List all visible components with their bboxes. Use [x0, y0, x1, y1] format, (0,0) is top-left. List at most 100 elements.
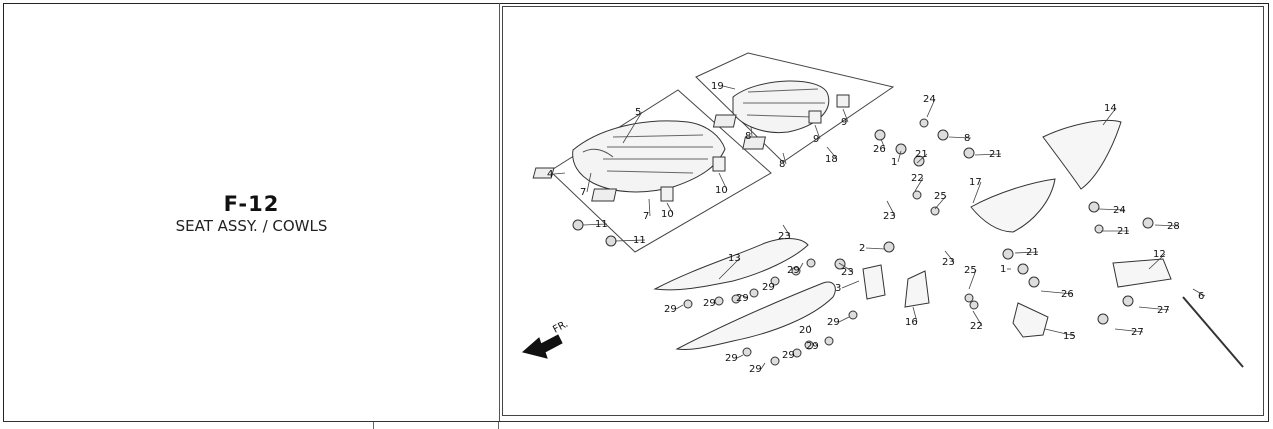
- part-number-label: 21: [915, 149, 928, 160]
- callout-leader: [1044, 328, 1076, 337]
- rear-cowl-14: [1042, 119, 1122, 190]
- callout-leader: [718, 257, 741, 280]
- bracket-16: [904, 270, 930, 308]
- part-number-label: 5: [635, 107, 641, 118]
- fasteners: [572, 118, 1154, 366]
- part-number-label: 29: [827, 317, 840, 328]
- callout-leader: [948, 136, 972, 139]
- part-number-label: 1: [1000, 264, 1006, 275]
- callout-leader: [648, 198, 651, 217]
- part-number-label: 16: [905, 317, 918, 328]
- part-number-label: 10: [661, 209, 674, 220]
- page-frame: [3, 3, 1269, 427]
- direction-label: FR.: [551, 319, 570, 336]
- callout-leader: [782, 152, 787, 165]
- part-number-label: 28: [1167, 221, 1180, 232]
- rear-rubber-8b: [742, 136, 766, 150]
- callout-leader: [838, 316, 850, 323]
- callout-leader: [1148, 253, 1166, 270]
- callout-leader: [1138, 306, 1170, 311]
- figure-code: F-12: [223, 192, 280, 216]
- part-number-label: 14: [1104, 103, 1117, 114]
- part-number-label: 29: [749, 364, 762, 375]
- callout-leader: [914, 177, 924, 192]
- part-number-label: 2: [859, 243, 865, 254]
- callout-leader: [826, 146, 838, 160]
- callout-leader: [798, 262, 804, 271]
- part-number-label: 7: [580, 187, 586, 198]
- part-number-label: 6: [1198, 291, 1204, 302]
- part-number-label: 25: [964, 265, 977, 276]
- seat-bump-10b: [712, 156, 726, 172]
- seat-rubber-7b: [591, 188, 617, 202]
- callout-leader: [718, 172, 728, 191]
- callout-leader: [865, 247, 886, 250]
- column-divider: [499, 3, 500, 421]
- seat-bump-10a: [660, 186, 674, 202]
- part-number-label: 23: [778, 231, 791, 242]
- part-number-label: 12: [1153, 249, 1166, 260]
- side-cowl-20: [675, 281, 836, 350]
- rear-seat-group-frame: [695, 52, 895, 163]
- seat-rubber-7a: [532, 167, 555, 179]
- part-number-label: 21: [1117, 226, 1130, 237]
- callout-leader: [772, 282, 775, 288]
- part-number-label: 29: [762, 282, 775, 293]
- rear-bump-9a: [808, 110, 822, 124]
- callout-leader: [1192, 288, 1206, 297]
- callout-leader: [792, 352, 795, 356]
- part-number-label: 11: [595, 219, 608, 230]
- part-number-label: 23: [942, 257, 955, 268]
- part-number-label: 29: [806, 341, 819, 352]
- part-number-label: 26: [1061, 289, 1074, 300]
- part-number-label: 23: [883, 211, 896, 222]
- seat-lock-15: [1012, 302, 1049, 338]
- callout-leader: [934, 195, 947, 210]
- callout-leader: [972, 181, 982, 204]
- side-cowl-13: [653, 238, 809, 291]
- callout-leader: [760, 362, 766, 370]
- part-number-label: 20: [799, 325, 812, 336]
- callout-leader: [1102, 107, 1117, 126]
- seat-cable-6: [1182, 296, 1244, 368]
- part-number-label: 29: [664, 304, 677, 315]
- callout-leader: [814, 342, 819, 347]
- callout-leader: [722, 85, 736, 90]
- part-number-label: 13: [728, 253, 741, 264]
- callout-leader: [886, 200, 896, 217]
- figure-title: SEAT ASSY. / COWLS: [175, 217, 328, 235]
- callout-leader: [740, 294, 749, 299]
- part-number-label: 7: [643, 211, 649, 222]
- part-number-label: 18: [825, 154, 838, 165]
- part-number-label: 27: [1157, 305, 1170, 316]
- part-number-label: 8: [745, 131, 751, 142]
- part-number-label: 29: [736, 293, 749, 304]
- part-number-label: 10: [715, 185, 728, 196]
- callout-leader: [1154, 224, 1180, 227]
- part-number-label: 9: [841, 117, 847, 128]
- callout-leader: [553, 172, 566, 175]
- callout-leader: [972, 310, 983, 327]
- part-number-label: 4: [547, 169, 553, 180]
- callout-leader: [1098, 208, 1126, 211]
- front-seat-part: [572, 120, 726, 193]
- callout-leader: [675, 304, 684, 310]
- center-cowl-17: [970, 178, 1056, 233]
- callout-leader: [912, 306, 918, 323]
- part-number-label: 8: [964, 133, 970, 144]
- callout-leader: [808, 324, 812, 331]
- part-number-label: 29: [725, 353, 738, 364]
- part-number-label: 29: [703, 298, 716, 309]
- callout-leader: [926, 98, 936, 118]
- callout-leader: [750, 126, 753, 137]
- part-number-label: 15: [1063, 331, 1076, 342]
- callout-leader: [666, 202, 674, 215]
- callout-leader: [614, 239, 646, 242]
- part-number-label: 8: [779, 159, 785, 170]
- callout-leader: [582, 223, 608, 226]
- part-number-label: 24: [1113, 205, 1126, 216]
- part-number-label: 21: [1026, 247, 1039, 258]
- part-number-label: 17: [969, 177, 982, 188]
